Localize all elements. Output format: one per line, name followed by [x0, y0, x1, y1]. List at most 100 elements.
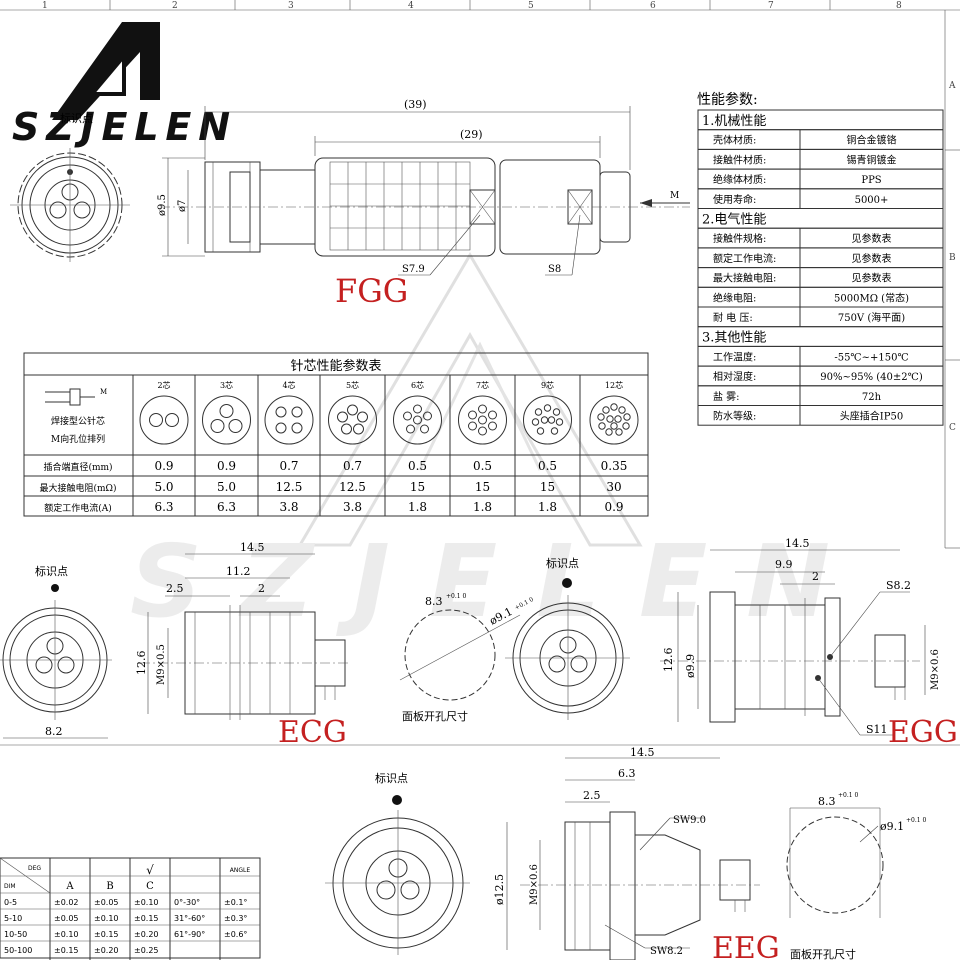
spec-row-value: 5000MΩ (常态)	[834, 291, 909, 304]
pin-legend-arrow: M	[100, 388, 107, 396]
tolerance-cell: ±0.15	[54, 946, 79, 955]
spec-row-value: 5000+	[855, 195, 889, 206]
egg-id-dim: ø9.9	[684, 654, 697, 678]
col-label-6: 6	[650, 1, 656, 11]
eeg-thread-dim: M9×0.6	[529, 864, 540, 905]
pin-contact	[534, 408, 543, 416]
col-label-1: 1	[42, 1, 48, 11]
pin-contact	[291, 422, 303, 434]
pin-cell-value: 5.0	[217, 480, 236, 494]
tolerance-cell: ±0.20	[134, 930, 159, 939]
egg-model-label: EGG	[888, 715, 958, 750]
fgg-view-arrow-label: M	[670, 191, 679, 201]
pin-cell-value: 30	[606, 480, 621, 494]
spec-row-value: 头座插合IP50	[840, 410, 903, 423]
spec-row-name: 绝缘电阻:	[713, 291, 756, 304]
tolerance-cell: ±0.20	[94, 946, 119, 955]
fgg-dimensions: (39) (29) ø9.5 ø7 S7.9 S8 M	[157, 98, 690, 276]
pin-legend-line-2: M向孔位排列	[51, 433, 105, 445]
egg-wrench-size-1: S8.2	[886, 579, 911, 592]
pin-contact	[337, 411, 348, 423]
fgg-outer-diameter: ø9.5	[157, 194, 168, 216]
pin-col-header: 5芯	[346, 380, 359, 390]
fgg-wrench-size-1: S7.9	[402, 264, 425, 275]
tolerance-col-header: A	[65, 881, 74, 892]
ecg-marker-label: 标识点	[35, 564, 68, 578]
pin-cell-value: 3.8	[343, 500, 362, 514]
pin-cell-value: 0.35	[601, 459, 628, 473]
spec-row-name: 盐 雾:	[713, 390, 740, 403]
pin-contact	[488, 421, 497, 431]
tolerance-cell: ±0.05	[54, 914, 79, 923]
pin-col-header: 2芯	[157, 380, 170, 390]
pin-contact	[228, 419, 243, 433]
tolerance-cell: ±0.3°	[224, 914, 247, 923]
tolerance-cell: ±0.25	[134, 946, 159, 955]
spec-title: 性能参数:	[697, 91, 758, 108]
pin-cell-value: 0.9	[604, 500, 623, 514]
spec-row-value: PPS	[861, 175, 881, 186]
pin-layout-outline	[328, 395, 377, 445]
tolerance-cell: ±0.10	[134, 898, 159, 907]
col-label-4: 4	[408, 1, 414, 11]
pin-contact	[423, 411, 432, 421]
pin-cell-value: 0.5	[538, 459, 557, 473]
pin-contact	[420, 424, 429, 434]
pin-cell-value: 0.9	[217, 459, 236, 473]
ecg-marker-dot-icon	[51, 584, 59, 592]
fgg-body-length: (29)	[460, 128, 483, 141]
pin-cell-value: 1.8	[473, 500, 492, 514]
spec-row-name: 接触件规格:	[713, 232, 766, 245]
eeg-side-view	[520, 811, 760, 960]
spec-row-value: 锡青铜镀金	[847, 153, 897, 166]
pin-contact	[602, 406, 610, 414]
spec-table: 性能参数: 1.机械性能壳体材质:铜合金镀铬接触件材质:锡青铜镀金绝缘体材质:P…	[697, 91, 944, 426]
eeg-wrench-size-1: SW9.0	[673, 815, 706, 826]
logo-triangle-icon	[52, 22, 160, 120]
pin-contact	[547, 416, 556, 424]
spec-row-value: -55℃~+150℃	[834, 352, 908, 363]
pin-contact	[210, 419, 225, 433]
tolerance-cell: ±0.10	[54, 930, 79, 939]
spec-row-name: 工作温度:	[713, 350, 756, 363]
pin-contact	[610, 422, 618, 430]
col-label-2: 2	[172, 1, 178, 11]
tolerance-cell: ±0.1°	[224, 898, 247, 907]
tolerance-cell: ±0.6°	[224, 930, 247, 939]
eeg-length-dim: 14.5	[630, 746, 655, 759]
pin-contact	[543, 404, 552, 412]
pin-cell-value: 15	[410, 480, 425, 494]
pin-contact	[165, 413, 179, 427]
ecg-width-dim: 8.2	[45, 725, 63, 738]
pin-table-border	[23, 352, 649, 517]
tolerance-cell: ±0.15	[94, 930, 119, 939]
fgg-model-label: FGG	[335, 272, 408, 310]
eeg-b-dim: 2.5	[583, 789, 601, 802]
pin-row-label: 最大接触电阻(mΩ)	[39, 482, 116, 494]
egg-od-dim: 12.6	[662, 648, 675, 673]
pin-col-header: 3芯	[220, 380, 233, 390]
eeg-model-label: EEG	[712, 931, 780, 960]
tolerance-corner-diagonal	[0, 857, 51, 894]
egg-front-view	[505, 595, 630, 720]
spec-row-name: 耐 电 压:	[713, 311, 753, 324]
pin-contact	[468, 421, 477, 431]
pin-contact	[531, 418, 540, 426]
eeg-od-dim: ø12.5	[493, 874, 506, 905]
pin-contact	[468, 410, 477, 420]
pin-layout-outline	[202, 395, 251, 445]
spec-section-heading: 1.机械性能	[702, 114, 766, 129]
pin-contact	[406, 424, 415, 434]
pin-legend-line-1: 焊接型公针芯	[51, 415, 105, 427]
spec-row-value: 90%~95% (40±2℃)	[820, 372, 923, 383]
pin-contact	[622, 422, 630, 430]
pin-contact	[488, 410, 497, 420]
pin-layout-outline	[523, 395, 572, 445]
row-label-a: A	[948, 81, 956, 91]
spec-row-name: 使用寿命:	[713, 193, 756, 206]
tolerance-cell: 61°-90°	[174, 930, 205, 939]
spec-row-value: 750V (海平面)	[838, 311, 905, 324]
pin-cell-value: 12.5	[276, 480, 303, 494]
ecg-model-label: ECG	[278, 715, 347, 750]
ecg-side-view	[140, 605, 350, 720]
